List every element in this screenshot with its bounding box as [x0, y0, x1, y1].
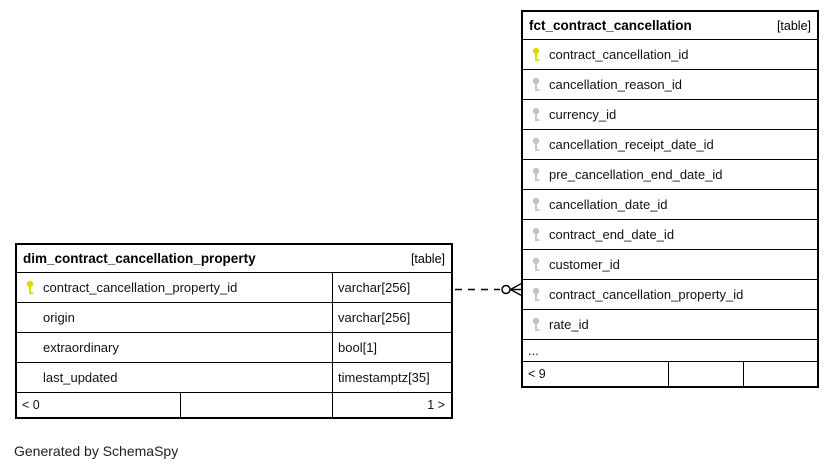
- column-row: contract_cancellation_id: [523, 39, 817, 69]
- table-title: fct_contract_cancellation: [529, 18, 692, 33]
- column-name: extraordinary: [43, 340, 119, 355]
- footer-children-count: < 0: [17, 393, 181, 417]
- foreign-key-icon: [530, 197, 541, 213]
- column-name: pre_cancellation_end_date_id: [549, 167, 723, 182]
- column-name: rate_id: [549, 317, 589, 332]
- table-type-badge: [table]: [410, 251, 445, 266]
- footer-spacer-cell: [669, 362, 744, 386]
- column-type: varchar[256]: [332, 303, 451, 332]
- foreign-key-icon: [530, 77, 541, 93]
- column-row: last_updated timestamptz[35]: [17, 362, 451, 392]
- foreign-key-icon: [530, 107, 541, 123]
- column-name: customer_id: [549, 257, 620, 272]
- table-footer: < 9: [523, 361, 817, 386]
- column-row: cancellation_date_id: [523, 189, 817, 219]
- table-type-badge: [table]: [776, 18, 811, 33]
- primary-key-icon: [24, 280, 35, 296]
- column-name: contract_end_date_id: [549, 227, 675, 242]
- foreign-key-icon: [530, 287, 541, 303]
- column-row: origin varchar[256]: [17, 302, 451, 332]
- column-row: extraordinary bool[1]: [17, 332, 451, 362]
- column-row: pre_cancellation_end_date_id: [523, 159, 817, 189]
- column-row: cancellation_reason_id: [523, 69, 817, 99]
- column-type: varchar[256]: [332, 273, 451, 302]
- table-footer: < 0 1 >: [17, 392, 451, 417]
- table-header: dim_contract_cancellation_property [tabl…: [17, 245, 451, 272]
- foreign-key-icon: [530, 167, 541, 183]
- column-name: cancellation_reason_id: [549, 77, 682, 92]
- table-node-dim-contract-cancellation-property[interactable]: dim_contract_cancellation_property [tabl…: [15, 243, 453, 419]
- foreign-key-icon: [530, 137, 541, 153]
- foreign-key-icon: [530, 317, 541, 333]
- column-name: origin: [43, 310, 75, 325]
- column-name: currency_id: [549, 107, 617, 122]
- column-row: customer_id: [523, 249, 817, 279]
- column-type: timestamptz[35]: [332, 363, 451, 392]
- column-row: currency_id: [523, 99, 817, 129]
- footer-children-count: < 9: [523, 362, 669, 386]
- primary-key-icon: [530, 47, 541, 63]
- column-name: contract_cancellation_id: [549, 47, 689, 62]
- foreign-key-icon: [530, 227, 541, 243]
- column-type: bool[1]: [332, 333, 451, 362]
- column-row: contract_cancellation_property_id: [523, 279, 817, 309]
- table-node-fct-contract-cancellation[interactable]: fct_contract_cancellation [table] contra…: [521, 10, 819, 388]
- table-title: dim_contract_cancellation_property: [23, 251, 256, 266]
- hidden-columns-ellipsis: ...: [523, 339, 817, 361]
- column-name: contract_cancellation_property_id: [549, 287, 744, 302]
- footer-spacer-cell: [744, 362, 817, 386]
- generated-by-note: Generated by SchemaSpy: [14, 443, 179, 459]
- column-row: rate_id: [523, 309, 817, 339]
- relationship-connector-zero-or-many: [455, 283, 522, 296]
- column-name: last_updated: [43, 370, 118, 385]
- column-name: cancellation_receipt_date_id: [549, 137, 714, 152]
- column-name: cancellation_date_id: [549, 197, 668, 212]
- footer-parents-count: 1 >: [427, 398, 445, 412]
- column-row: cancellation_receipt_date_id: [523, 129, 817, 159]
- footer-spacer-cell: [181, 393, 333, 417]
- column-row: contract_end_date_id: [523, 219, 817, 249]
- table-header: fct_contract_cancellation [table]: [523, 12, 817, 39]
- foreign-key-icon: [530, 257, 541, 273]
- column-row: contract_cancellation_property_id varcha…: [17, 272, 451, 302]
- column-name: contract_cancellation_property_id: [43, 280, 238, 295]
